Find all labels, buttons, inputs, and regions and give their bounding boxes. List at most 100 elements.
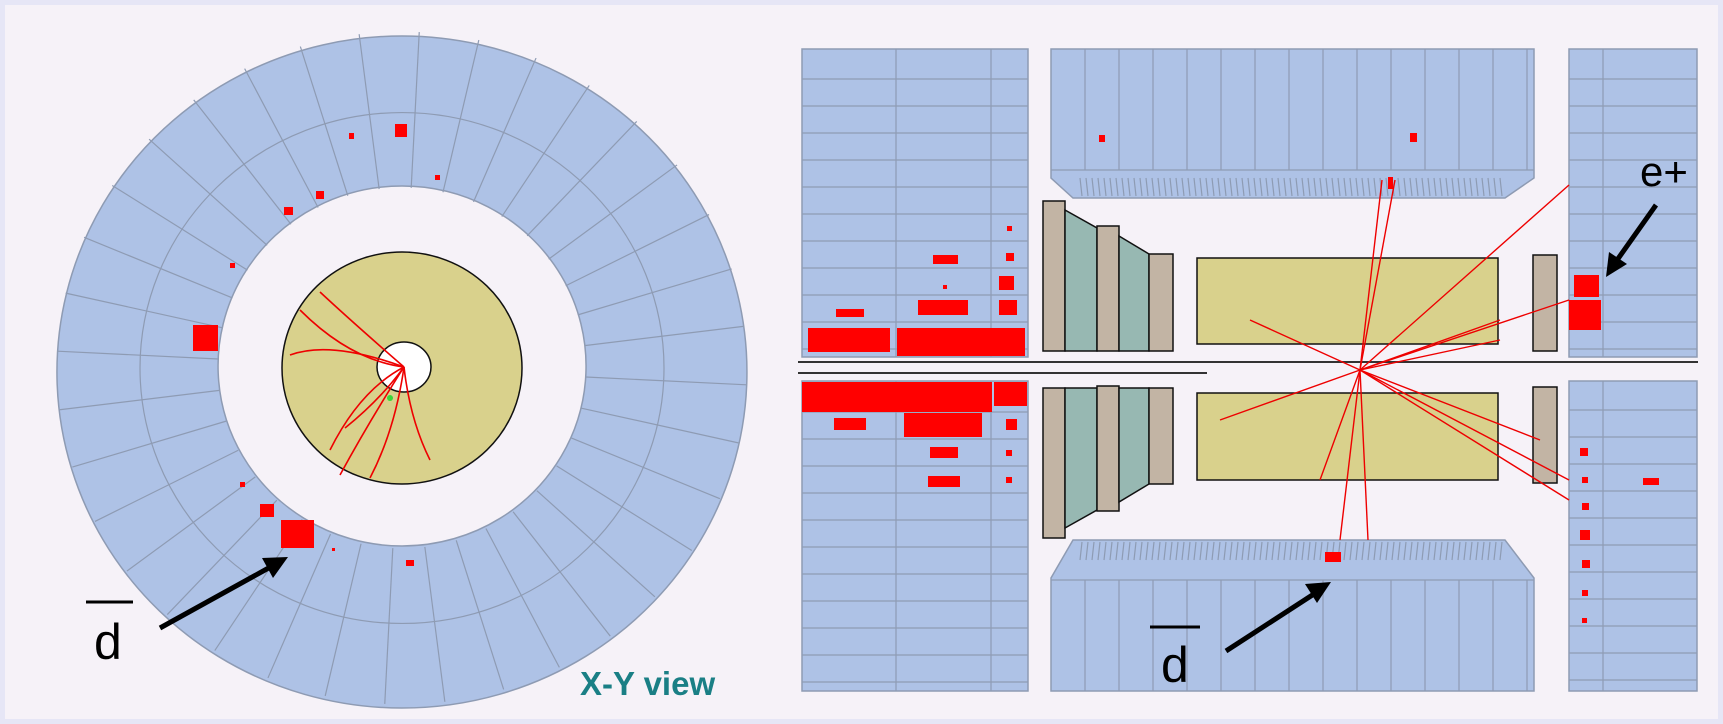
track: [1359, 179, 1396, 371]
hit: [1006, 477, 1012, 483]
grid-line: [1361, 541, 1365, 561]
segment-line: [485, 528, 560, 668]
hit: [918, 300, 968, 315]
grid-line: [1403, 541, 1407, 561]
grid-line: [1289, 541, 1293, 561]
grid-line: [1391, 541, 1395, 561]
hit: [260, 504, 274, 517]
grid-line: [1205, 541, 1209, 561]
grid-line: [1301, 541, 1305, 561]
segment-line: [299, 46, 349, 196]
grid-line: [1427, 177, 1431, 197]
grid-line: [1373, 177, 1377, 197]
track: [1249, 319, 1361, 371]
grid-line: [1091, 541, 1095, 561]
grid-line: [1313, 541, 1317, 561]
left-endcap-grid: [802, 49, 1028, 691]
hit: [1006, 419, 1017, 430]
grid-line: [1217, 177, 1221, 197]
segment-line: [472, 57, 537, 203]
right-plug-bottom: [1532, 386, 1558, 484]
segment-line: [565, 214, 710, 287]
grid-line: [1379, 541, 1383, 561]
hit: [943, 285, 947, 289]
track: [299, 309, 405, 368]
segment-line: [111, 184, 248, 271]
hit: [1582, 560, 1590, 568]
hit: [999, 276, 1014, 290]
track: [1359, 369, 1570, 481]
grid-line: [1103, 177, 1107, 197]
grid-line: [1301, 177, 1305, 197]
segment-line: [59, 389, 220, 411]
grid-line: [1133, 541, 1137, 561]
segment-line: [166, 499, 278, 615]
vertex-marker: [387, 395, 393, 401]
grid-line: [1331, 177, 1335, 197]
grid-line: [1451, 541, 1455, 561]
segment-line: [384, 548, 394, 704]
grid-line: [1463, 541, 1467, 561]
grid-line: [1319, 541, 1323, 561]
grid-line: [1097, 541, 1101, 561]
hit: [994, 382, 1027, 406]
segment-line: [148, 138, 268, 246]
calorimeter-hits: [193, 124, 440, 566]
segment-line: [585, 376, 747, 386]
grid-line: [1103, 541, 1107, 561]
grid-line: [1199, 177, 1203, 197]
hit: [1099, 135, 1105, 142]
segment-line: [556, 465, 693, 552]
hit: [193, 325, 218, 351]
track: [1359, 369, 1570, 501]
hit: [904, 413, 982, 437]
track: [1359, 179, 1383, 371]
grid-line: [1277, 541, 1281, 561]
grid-line: [1199, 541, 1203, 561]
grid-line: [1229, 541, 1233, 561]
segment-line: [548, 164, 678, 260]
track: [1219, 369, 1361, 421]
segment-line: [501, 85, 590, 217]
hit: [928, 476, 960, 487]
grid-line: [1169, 541, 1173, 561]
grid-line: [1235, 541, 1239, 561]
grid-line: [1091, 177, 1095, 197]
grid-line: [1469, 177, 1473, 197]
grid-line: [1487, 541, 1491, 561]
segment-line: [244, 68, 319, 208]
grid-line: [1397, 177, 1401, 197]
grid-line: [1409, 177, 1413, 197]
grid-line: [1409, 541, 1413, 561]
track: [1359, 299, 1570, 371]
hit: [230, 263, 235, 268]
track: [403, 366, 431, 461]
segment-line: [512, 511, 611, 637]
segment-line: [410, 32, 420, 188]
track: [1359, 369, 1369, 541]
grid-line: [1451, 177, 1455, 197]
grid-line: [1079, 541, 1083, 561]
grid-line: [1223, 541, 1227, 561]
grid-line: [1457, 177, 1461, 197]
grid-line: [1445, 177, 1449, 197]
grid-line: [1283, 177, 1287, 197]
grid-line: [1481, 177, 1485, 197]
grid-line: [1319, 177, 1323, 197]
segment-line: [193, 99, 292, 225]
hit: [349, 133, 354, 139]
hit: [1582, 477, 1588, 483]
grid-line: [1403, 177, 1407, 197]
antideuteron-label-rz: d: [1161, 637, 1189, 693]
grid-line: [1115, 541, 1119, 561]
hit: [1006, 253, 1014, 261]
rz-view: d e+: [798, 48, 1698, 693]
grid-line: [1493, 541, 1497, 561]
grid-line: [1133, 177, 1137, 197]
barrel-grid: [1051, 49, 1534, 691]
grid-line: [1241, 541, 1245, 561]
hit: [836, 309, 864, 317]
grid-line: [1271, 541, 1275, 561]
grid-line: [1283, 541, 1287, 561]
